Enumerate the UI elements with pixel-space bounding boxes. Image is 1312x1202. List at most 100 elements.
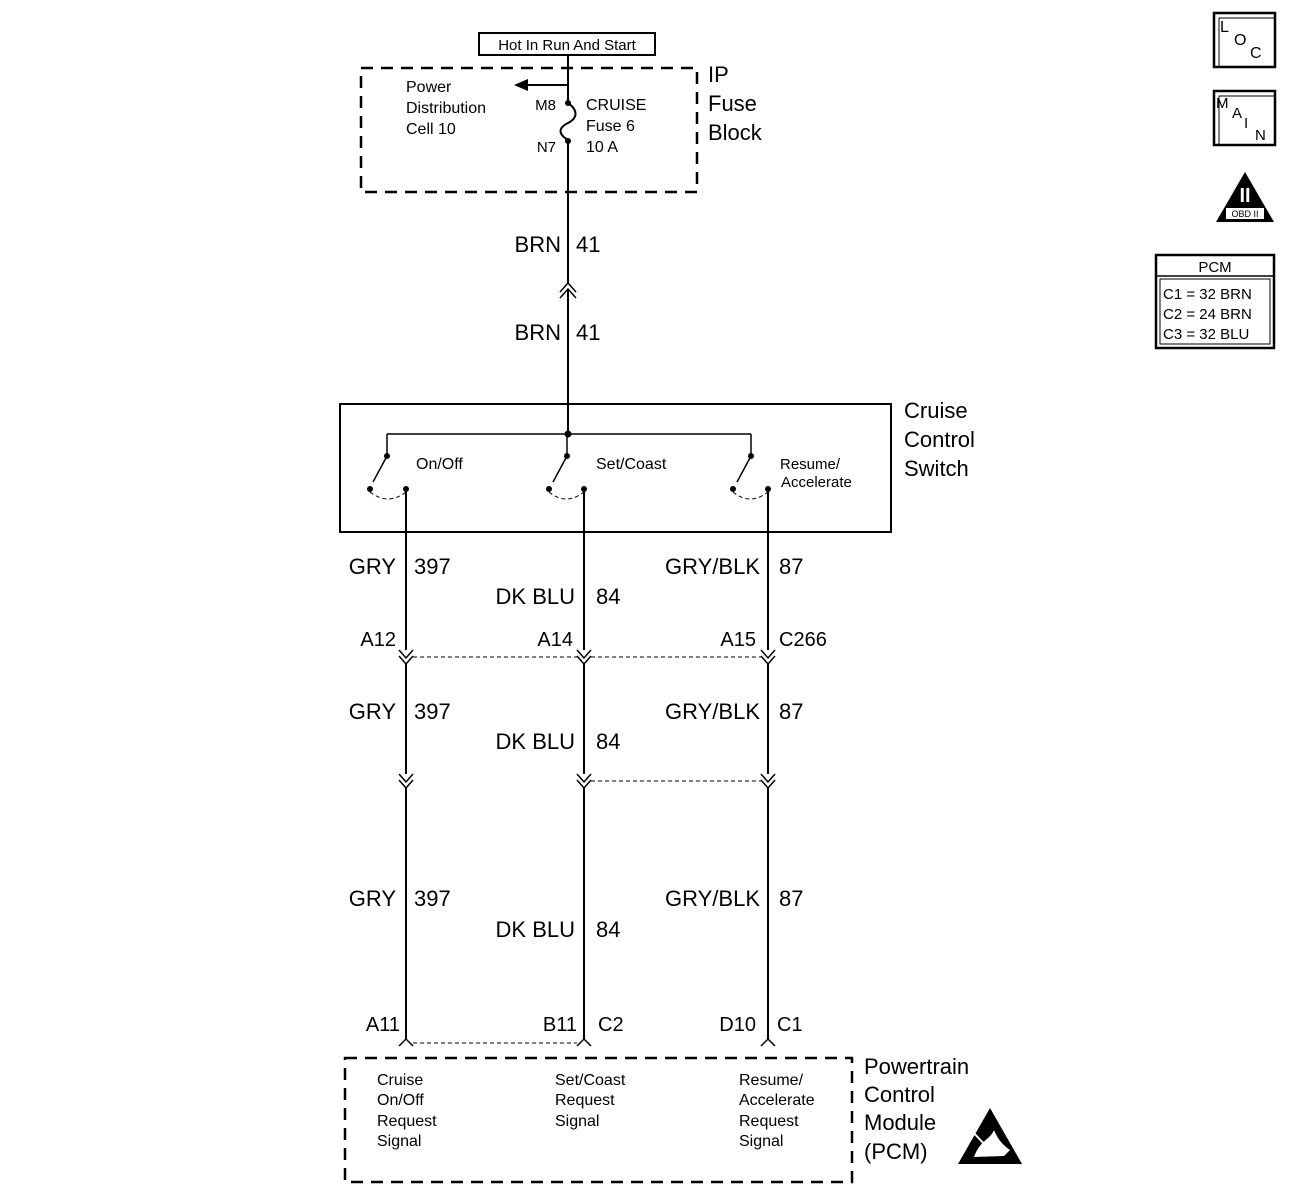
- pcm-connector-table[interactable]: PCM C1 = 32 BRN C2 = 24 BRN C3 = 32 BLU: [1154, 253, 1276, 350]
- pcm-table-row-1: C1 = 32 BRN: [1163, 286, 1252, 303]
- feed-wire-color-upper: BRN: [515, 232, 561, 257]
- switch-label-set-coast: Set/Coast: [596, 456, 667, 473]
- pcm-connector-c1: C1: [777, 1014, 803, 1036]
- feed-wire-circuit-lower: 41: [576, 320, 600, 345]
- switch-label-resume-2: Accelerate: [781, 474, 852, 491]
- pcm-signal-3-line-3: Request: [739, 1113, 799, 1130]
- svg-text:O: O: [1234, 32, 1246, 49]
- svg-text:C: C: [1250, 45, 1262, 62]
- loc-icon[interactable]: L O C: [1212, 11, 1277, 69]
- switch-title-1: Cruise: [904, 398, 968, 423]
- switch-label-resume-1: Resume/: [780, 456, 841, 473]
- svg-text:OBD II: OBD II: [1231, 209, 1258, 219]
- wire-2-color-a: DK BLU: [496, 584, 575, 609]
- pcm-signal-2-line-2: Request: [555, 1092, 615, 1109]
- connector-pin-a14: A14: [537, 629, 573, 651]
- inline-connector-icon: [559, 281, 577, 293]
- fuse-label-2: Fuse 6: [586, 118, 635, 135]
- wire-3-color-c: GRY/BLK: [665, 886, 760, 911]
- wire-1-circuit-c: 397: [414, 886, 451, 911]
- feed-wire-circuit-upper: 41: [576, 232, 600, 257]
- pcm-signal-2-line-1: Set/Coast: [555, 1072, 626, 1089]
- pcm-signal-3-line-4: Signal: [739, 1133, 783, 1150]
- svg-text:M: M: [1216, 95, 1229, 112]
- pcm-pin-labels: A11 B11 C2 D10 C1: [366, 1014, 803, 1044]
- wire-1-circuit-a: 397: [414, 554, 451, 579]
- svg-text:II: II: [1239, 185, 1250, 207]
- pcm-title-3: Module: [864, 1110, 936, 1135]
- pcm-signal-1-line-4: Signal: [377, 1133, 421, 1150]
- pcm-pin-d10: D10: [719, 1014, 756, 1036]
- fuse-block-title-3: Block: [708, 120, 763, 145]
- ip-fuse-block: IP Fuse Block Power Distribution Cell 10…: [359, 55, 763, 194]
- switch-title-2: Control: [904, 427, 975, 452]
- svg-text:A: A: [1232, 105, 1242, 122]
- fuse-icon: [559, 102, 577, 141]
- obd-ii-icon[interactable]: II OBD II: [1216, 172, 1274, 222]
- fuse-pin-in: M8: [535, 97, 556, 114]
- svg-text:I: I: [1244, 115, 1248, 132]
- connector-name: C266: [779, 629, 827, 651]
- wire-1-color-a: GRY: [349, 554, 397, 579]
- power-distribution-label-1: Power: [406, 79, 452, 96]
- fuse-block-title-2: Fuse: [708, 91, 757, 116]
- fuse-block-title-1: IP: [708, 62, 729, 87]
- supply-label-box: Hot In Run And Start: [478, 32, 656, 56]
- wire-2-color-b: DK BLU: [496, 729, 575, 754]
- wire-gry-blk-87: GRY/BLK 87 GRY/BLK 87 GRY/BLK 87: [665, 489, 803, 1047]
- pcm-title-2: Control: [864, 1082, 935, 1107]
- pcm-signal-2-line-3: Signal: [555, 1113, 599, 1130]
- pcm-table-row-2: C2 = 24 BRN: [1163, 306, 1252, 323]
- wire-2-color-c: DK BLU: [496, 917, 575, 942]
- wire-gry-397: GRY 397 GRY 397 GRY 397: [349, 489, 451, 1047]
- wire-2-circuit-a: 84: [596, 584, 620, 609]
- pcm-pin-a11: A11: [366, 1014, 400, 1036]
- svg-text:L: L: [1220, 19, 1229, 36]
- pcm-title-4: (PCM): [864, 1139, 928, 1164]
- pcm-connector-c2: C2: [598, 1014, 624, 1036]
- fuse-pin-out: N7: [537, 139, 556, 156]
- pcm-signal-1-line-3: Request: [377, 1113, 437, 1130]
- switch-contact-resume-accelerate: Resume/ Accelerate: [730, 434, 852, 500]
- pcm-table-title: PCM: [1198, 259, 1231, 276]
- power-distribution-label-3: Cell 10: [406, 121, 456, 138]
- pcm-signal-1-line-1: Cruise: [377, 1072, 423, 1089]
- pcm-table-row-3: C3 = 32 BLU: [1163, 326, 1249, 343]
- wire-3-color-a: GRY/BLK: [665, 554, 760, 579]
- pcm-signal-1-line-2: On/Off: [377, 1092, 424, 1109]
- cruise-control-switch: Cruise Control Switch On/Off Set/Coast: [339, 398, 975, 533]
- wire-3-circuit-a: 87: [779, 554, 803, 579]
- pcm-pin-b11: B11: [543, 1014, 577, 1036]
- switch-contact-on-off: On/Off: [367, 434, 463, 500]
- wire-dk-blu-84: DK BLU 84 DK BLU 84 DK BLU 84: [496, 489, 620, 1047]
- power-distribution-arrowhead: [514, 79, 528, 91]
- wire-3-circuit-b: 87: [779, 699, 803, 724]
- pcm-signal-3-line-1: Resume/: [739, 1072, 804, 1089]
- connector-pin-a15: A15: [720, 629, 756, 651]
- svg-text:N: N: [1255, 127, 1266, 144]
- pcm-title-1: Powertrain: [864, 1054, 969, 1079]
- pcm-module: Powertrain Control Module (PCM) Cruise O…: [343, 1054, 1022, 1184]
- switch-label-on-off: On/Off: [416, 456, 463, 473]
- power-distribution-label-2: Distribution: [406, 100, 486, 117]
- supply-label: Hot In Run And Start: [498, 37, 636, 54]
- wire-1-color-b: GRY: [349, 699, 397, 724]
- fuse-label-3: 10 A: [586, 139, 618, 156]
- wire-2-circuit-c: 84: [596, 917, 620, 942]
- feed-wire: BRN 41 BRN 41: [515, 141, 600, 432]
- fuse-label-1: CRUISE: [586, 97, 646, 114]
- wire-3-color-b: GRY/BLK: [665, 699, 760, 724]
- esd-warning-icon: [958, 1108, 1022, 1164]
- connector-pin-a12: A12: [360, 629, 396, 651]
- feed-wire-color-lower: BRN: [515, 320, 561, 345]
- connector-c266: A12 A14 A15 C266: [360, 629, 827, 658]
- wire-2-circuit-b: 84: [596, 729, 620, 754]
- switch-contact-set-coast: Set/Coast: [546, 434, 667, 500]
- wire-1-circuit-b: 397: [414, 699, 451, 724]
- switch-title-3: Switch: [904, 456, 969, 481]
- pcm-signal-3-line-2: Accelerate: [739, 1092, 815, 1109]
- wire-3-circuit-c: 87: [779, 886, 803, 911]
- main-icon[interactable]: M A I N: [1212, 89, 1277, 147]
- wire-1-color-c: GRY: [349, 886, 397, 911]
